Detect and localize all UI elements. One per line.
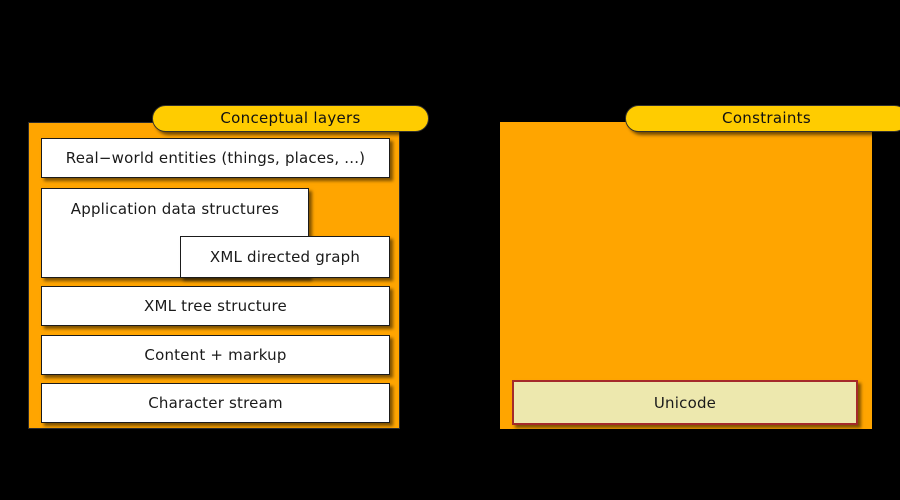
layer-box-content-markup: Content + markup xyxy=(41,335,390,375)
layer-box-real-world-entities: Real−world entities (things, places, ...… xyxy=(41,138,390,178)
group-title-conceptual-layers: Conceptual layers xyxy=(152,105,429,132)
layer-box-xml-tree-structure: XML tree structure xyxy=(41,286,390,326)
layer-box-application-data-structures: Application data structures xyxy=(41,188,309,278)
layer-box-character-stream: Character stream xyxy=(41,383,390,423)
constraint-box-unicode: Unicode xyxy=(512,380,858,425)
group-title-constraints: Constraints xyxy=(625,105,900,132)
layer-box-xml-directed-graph: XML directed graph xyxy=(180,236,390,278)
group-panel-constraints xyxy=(500,122,872,429)
